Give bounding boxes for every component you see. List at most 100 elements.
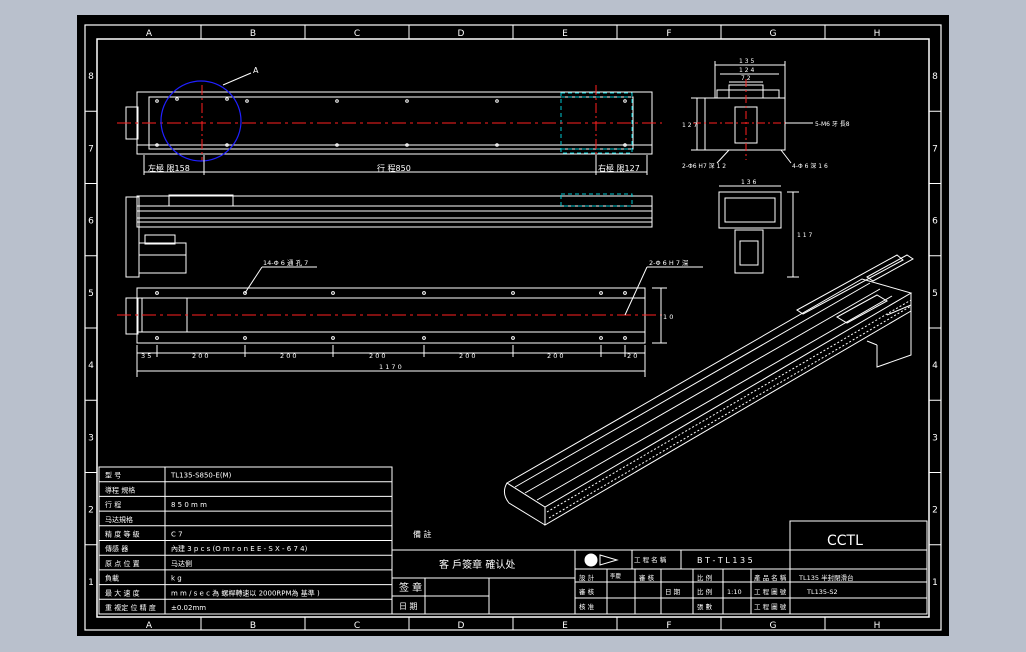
- date-value-label: 日 期: [665, 588, 681, 596]
- col-label-bottom: G: [770, 621, 777, 631]
- holes-note: 14-Φ 6 通 孔 7: [263, 258, 308, 267]
- col-label-bottom: H: [874, 621, 881, 631]
- col-label-top: A: [146, 29, 153, 39]
- spec-row-value: 內建 3 p c s (O m r o n E E - S X - 6 7 4): [171, 544, 308, 553]
- col-label-top: E: [562, 29, 568, 39]
- bottom-height-dim: 1 0: [663, 313, 673, 321]
- logo-mark-arrow: [599, 554, 619, 566]
- section-dim-72: 7 2: [741, 75, 751, 82]
- section-note-bottom-left: 2-Φ6 H7 深 1 2: [682, 162, 726, 170]
- inner-frame: [96, 38, 930, 618]
- section-height-dim: 1 2 7: [682, 122, 697, 129]
- scale-label-2: 比 例: [697, 587, 712, 596]
- dim-200-2: 2 0 0: [280, 352, 297, 360]
- top-view: [117, 72, 662, 175]
- dim-200-1: 2 0 0: [192, 352, 209, 360]
- col-label-top: G: [770, 29, 777, 39]
- row-label-left: 3: [88, 433, 94, 443]
- scale-value: 1:10: [727, 588, 742, 596]
- spec-row-value: C 7: [171, 531, 183, 539]
- row-label-left: 1: [88, 578, 94, 588]
- section-dim-124: 1 2 4: [739, 67, 754, 74]
- end-view-motor: [734, 229, 764, 274]
- detail-circle: [160, 80, 242, 162]
- spec-row-value: m m / s e c 為 螺桿轉速以 2000RPM為 基準 ): [171, 588, 320, 597]
- note-label: 備 註: [413, 529, 432, 539]
- end-view-body: [718, 191, 782, 229]
- spec-row-label: 最 大 速 度: [105, 588, 140, 597]
- row-label-left: 8: [88, 72, 94, 82]
- side-view-motor: [125, 196, 140, 278]
- col-label-bottom: F: [666, 621, 671, 631]
- spec-row-label: 傳感 器: [105, 544, 128, 553]
- end-height-dim: 1 1 7: [797, 232, 812, 239]
- drawing-no-label-2: 工 程 圖 號: [754, 602, 787, 611]
- spec-row-value: TL135-S850-E(M): [170, 472, 232, 480]
- section-view: [691, 61, 813, 164]
- col-label-bottom: E: [562, 621, 568, 631]
- end-view: [718, 185, 799, 278]
- dim-total: 1 1 7 0: [379, 363, 402, 371]
- dim-200-5: 2 0 0: [547, 352, 564, 360]
- sheets-label: 張 數: [697, 602, 713, 611]
- logo-mark-circle: [584, 553, 598, 567]
- col-label-bottom: B: [250, 621, 256, 631]
- row-label-right: 5: [932, 289, 938, 299]
- spec-row-label: 原 点 位 置: [105, 559, 140, 568]
- approve-label: 核 准: [579, 602, 595, 611]
- product-name-label: 產 品 名 稱: [754, 573, 787, 582]
- spec-row-label: 負載: [105, 574, 119, 583]
- section-note-right: 5-M6 牙 長8: [815, 121, 850, 128]
- col-label-top: C: [354, 29, 360, 39]
- row-label-right: 3: [932, 433, 938, 443]
- brand-box: [789, 520, 928, 570]
- row-label-left: 6: [88, 217, 94, 227]
- row-label-right: 4: [932, 361, 938, 371]
- dim-20: 2 0: [627, 352, 637, 360]
- bottom-view: [117, 266, 703, 377]
- date-label: 日 期: [399, 602, 418, 611]
- dim-200-3: 2 0 0: [369, 352, 386, 360]
- spec-row-value: k g: [171, 575, 182, 583]
- border-grid-ticks: [85, 25, 941, 630]
- travel-label: 行 程850: [377, 163, 411, 173]
- row-label-right: 1: [932, 578, 938, 588]
- spec-row-label: 型 号: [105, 471, 121, 480]
- dim-35: 3 5: [141, 352, 151, 360]
- col-label-top: F: [666, 29, 671, 39]
- designer-value: 李慶: [610, 572, 622, 580]
- spec-row-label: 導程 規格: [105, 485, 135, 494]
- spec-row-label: 马达規格: [105, 515, 133, 524]
- dim-200-4: 2 0 0: [459, 352, 476, 360]
- row-label-right: 7: [932, 144, 938, 154]
- detail-marker-label: A: [253, 66, 259, 75]
- section-note-bottom-right: 4-Φ 6 深 1 6: [792, 162, 828, 170]
- row-label-right: 2: [932, 506, 938, 516]
- drawing-no: TL135-S2: [806, 588, 838, 596]
- section-outline: [704, 97, 786, 151]
- end-width-dim: 1 3 6: [741, 179, 756, 186]
- side-view-carriage: [168, 194, 234, 207]
- project-name-label: 工 程 名 稱: [634, 555, 667, 564]
- project-name: B T - T L 1 3 5: [697, 556, 753, 565]
- end-holes-note: 2-Φ 6 H 7 深: [649, 258, 689, 267]
- check-label: 審 核: [579, 587, 595, 596]
- product-name: TL135 半封閉滑台: [798, 573, 854, 582]
- col-label-top: H: [874, 29, 881, 39]
- brand-name: CCTL: [827, 533, 863, 549]
- right-stroke-label: 右極 限127: [598, 163, 640, 173]
- col-label-bottom: D: [458, 621, 465, 631]
- col-label-bottom: C: [354, 621, 360, 631]
- isometric-view: [503, 254, 914, 526]
- title-block: [574, 520, 928, 615]
- section-dim-135: 1 3 5: [739, 58, 754, 65]
- side-view-hidden-carriage: [560, 193, 633, 207]
- row-label-left: 7: [88, 144, 94, 154]
- spec-row-value: 马达側: [171, 559, 192, 568]
